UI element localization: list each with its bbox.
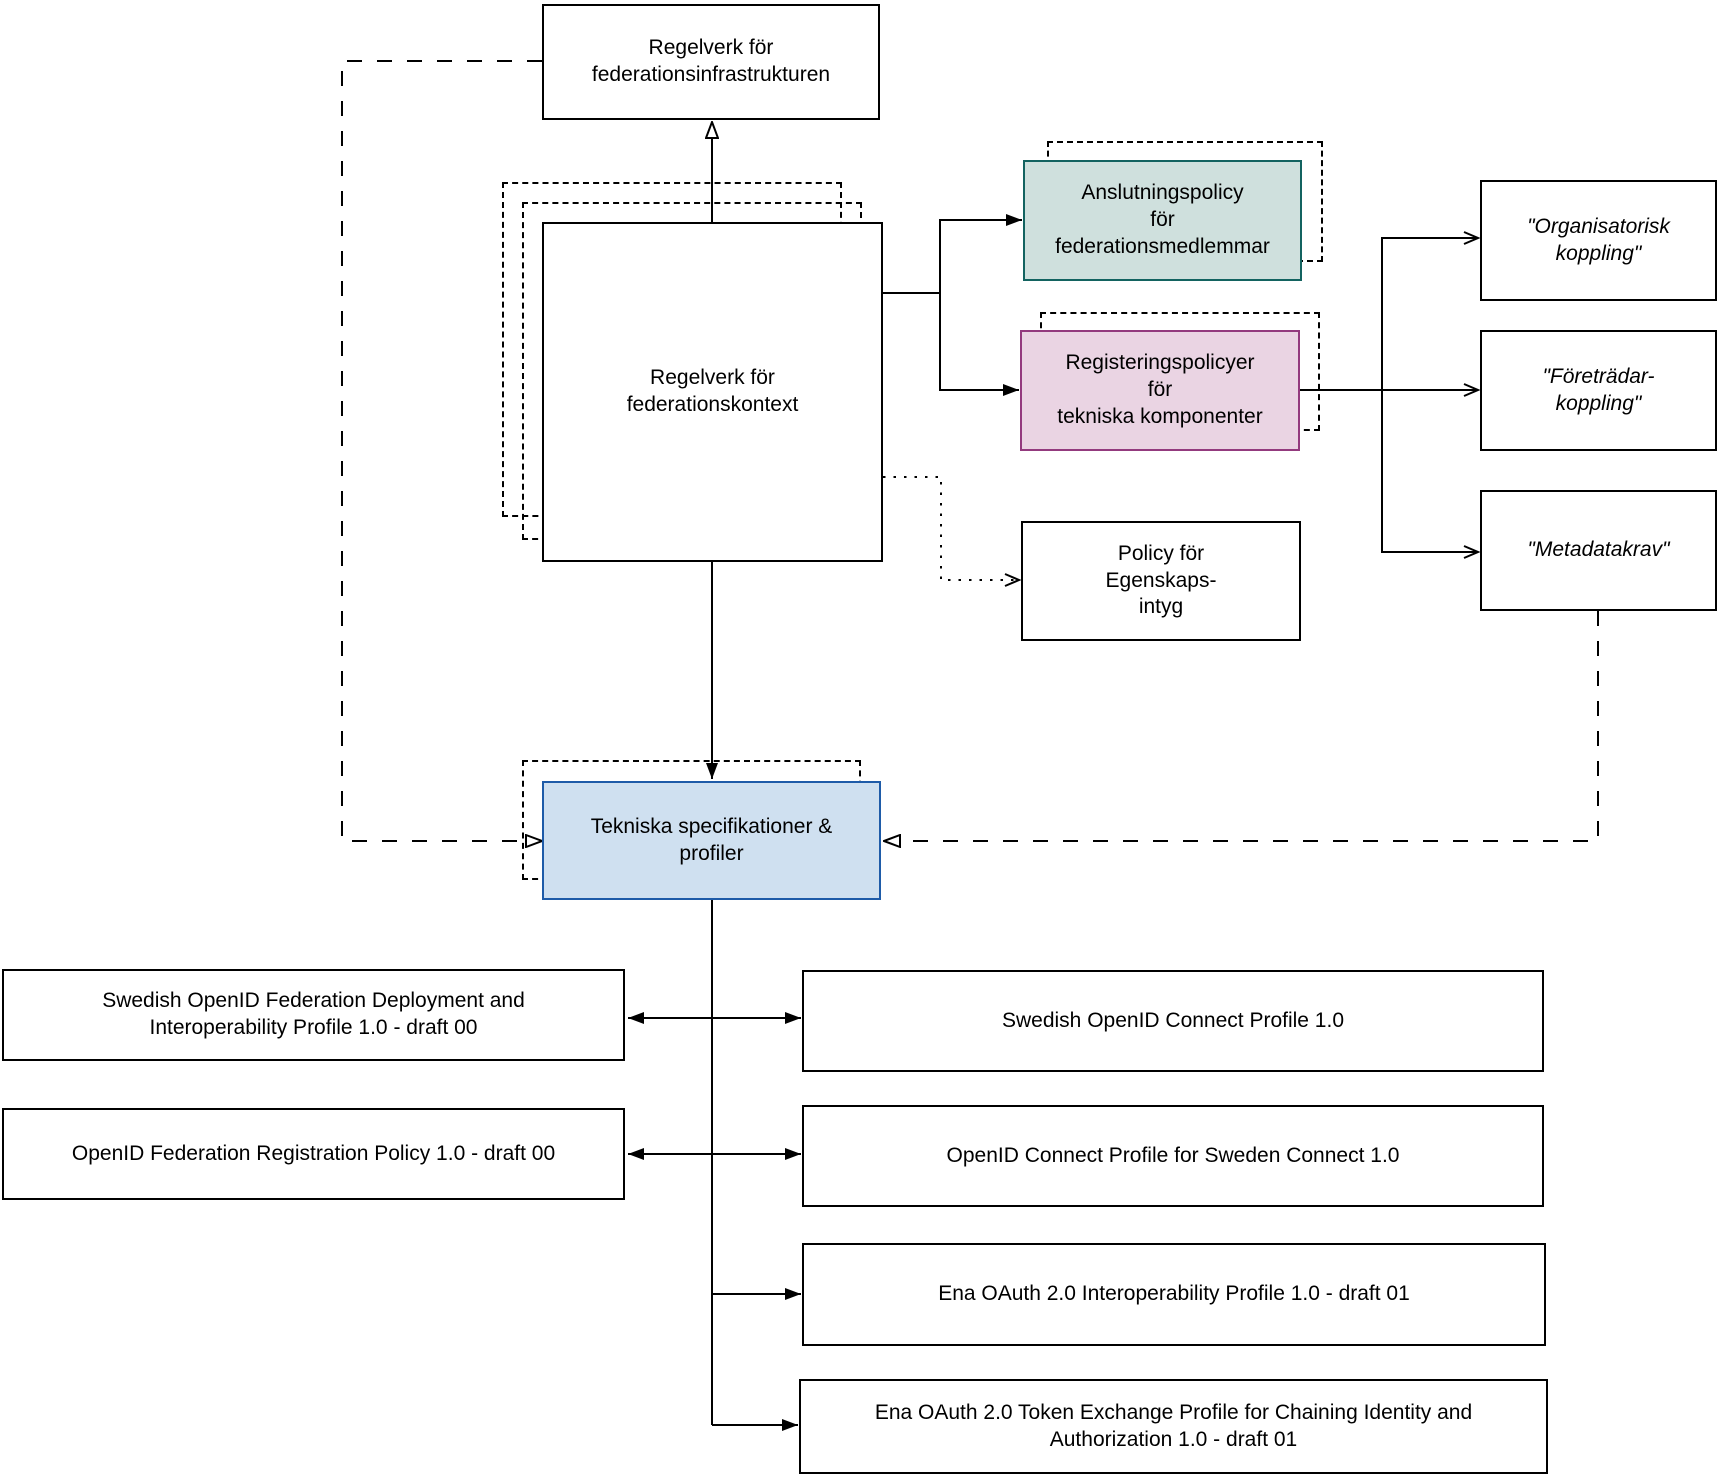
node-tekniska-specifikationer: Tekniska specifikationer & profiler xyxy=(542,781,881,900)
node-swedish-openid-federation-deployment: Swedish OpenID Federation Deployment and… xyxy=(2,969,625,1061)
node-swedish-openid-connect-profile: Swedish OpenID Connect Profile 1.0 xyxy=(802,970,1544,1072)
edge-kontext-to-egenskapsintyg-dotted xyxy=(883,476,1019,580)
node-metadatakrav: "Metadatakrav" xyxy=(1480,490,1717,611)
edge-kontext-to-anslutningspolicy xyxy=(939,214,1022,293)
edge-kontext-to-registeringspolicyer xyxy=(939,293,1019,396)
edge-infrastruktur-to-tekniska-dashed xyxy=(341,60,542,841)
node-regelverk-infrastruktur: Regelverk för federationsinfrastrukturen xyxy=(542,4,880,120)
node-regelverk-kontext: Regelverk för federationskontext xyxy=(542,222,883,562)
node-ena-oauth-interoperability-profile: Ena OAuth 2.0 Interoperability Profile 1… xyxy=(802,1243,1546,1346)
edge-to-organisatorisk xyxy=(1381,238,1478,390)
edge-to-metadatakrav xyxy=(1381,390,1478,552)
node-ena-oauth-token-exchange-profile: Ena OAuth 2.0 Token Exchange Profile for… xyxy=(799,1379,1548,1474)
node-registeringspolicyer: Registeringspolicyer för tekniska kompon… xyxy=(1020,330,1300,451)
node-openid-connect-profile-sweden-connect: OpenID Connect Profile for Sweden Connec… xyxy=(802,1105,1544,1207)
node-organisatorisk-koppling: "Organisatorisk koppling" xyxy=(1480,180,1717,301)
node-anslutningspolicy: Anslutningspolicy för federationsmedlemm… xyxy=(1023,160,1302,281)
edge-metadatakrav-to-tekniska-dashed xyxy=(884,611,1599,841)
node-policy-egenskapsintyg: Policy för Egenskaps- intyg xyxy=(1021,521,1301,641)
node-openid-federation-registration-policy: OpenID Federation Registration Policy 1.… xyxy=(2,1108,625,1200)
node-foretradar-koppling: "Företrädar- koppling" xyxy=(1480,330,1717,451)
